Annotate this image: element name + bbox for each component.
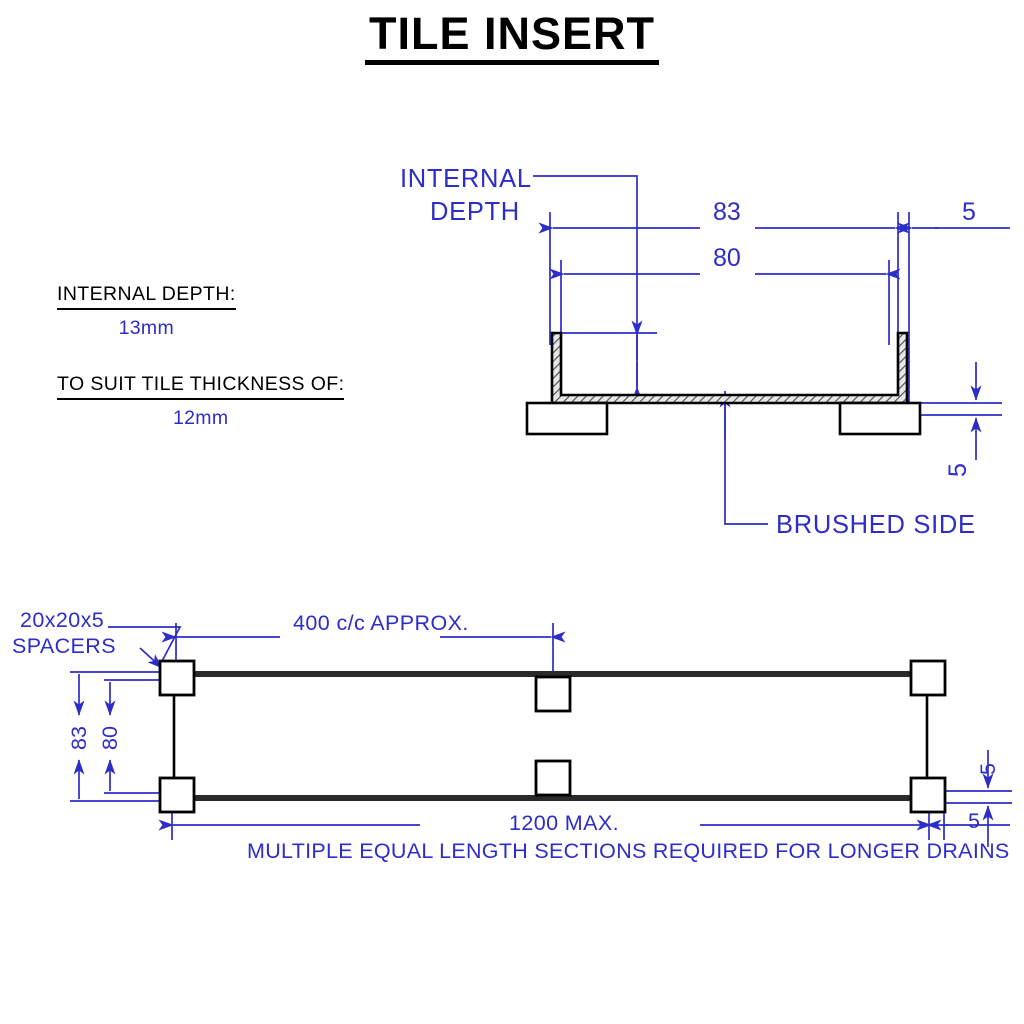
spacer-corner-bottom-left bbox=[158, 776, 196, 814]
label-internal-depth-line2: DEPTH bbox=[430, 198, 520, 226]
spacer-mid-top bbox=[534, 675, 572, 713]
dim-plan-internal-width: 80 bbox=[98, 726, 122, 750]
dim-plan-end-offset: 5 bbox=[976, 763, 1000, 775]
spacer-block-right bbox=[838, 401, 922, 436]
dim-plan-overall-length: 1200 MAX. bbox=[509, 811, 619, 835]
spacer-block-left bbox=[525, 401, 609, 436]
label-brushed-side: BRUSHED SIDE bbox=[776, 511, 976, 539]
dim-plan-overall-width: 83 bbox=[67, 726, 91, 750]
page-title-text: TILE INSERT bbox=[364, 10, 659, 66]
dim-section-spacer-height: 5 bbox=[944, 463, 972, 477]
section-view: INTERNAL DEPTH 83 80 5 5 BRUSHED SIDE bbox=[400, 165, 1010, 539]
label-spacers-line1: 20x20x5 bbox=[20, 608, 104, 632]
dim-section-wall-thickness: 5 bbox=[962, 198, 976, 226]
page-title: TILE INSERT bbox=[0, 10, 1024, 66]
note-tile-thickness-heading: TO SUIT TILE THICKNESS OF: bbox=[57, 373, 345, 400]
dim-plan-spacer-spacing: 400 c/c APPROX. bbox=[293, 611, 469, 635]
note-internal-depth: INTERNAL DEPTH: 13mm bbox=[57, 283, 236, 340]
note-tile-thickness-value: 12mm bbox=[173, 407, 229, 429]
label-internal-depth-line1: INTERNAL bbox=[400, 165, 532, 193]
spacer-corner-top-left bbox=[158, 659, 196, 697]
note-internal-depth-heading: INTERNAL DEPTH: bbox=[57, 283, 236, 310]
plan-view: 20x20x5 SPACERS 400 c/c APPROX. 83 80 12… bbox=[12, 608, 1012, 863]
note-internal-depth-value: 13mm bbox=[118, 317, 175, 339]
dim-plan-rail-width: 5 bbox=[968, 809, 980, 833]
channel-profile bbox=[550, 331, 909, 405]
note-tile-thickness: TO SUIT TILE THICKNESS OF: 12mm bbox=[57, 373, 345, 430]
dim-section-overall-width: 83 bbox=[713, 198, 741, 226]
spacer-mid-bottom bbox=[534, 759, 572, 797]
spacer-corner-bottom-right bbox=[909, 776, 947, 814]
dim-section-internal-width: 80 bbox=[713, 244, 741, 272]
label-spacers-line2: SPACERS bbox=[12, 634, 116, 658]
spacer-corner-top-right bbox=[909, 659, 947, 697]
plan-footer-note: MULTIPLE EQUAL LENGTH SECTIONS REQUIRED … bbox=[247, 839, 1010, 863]
